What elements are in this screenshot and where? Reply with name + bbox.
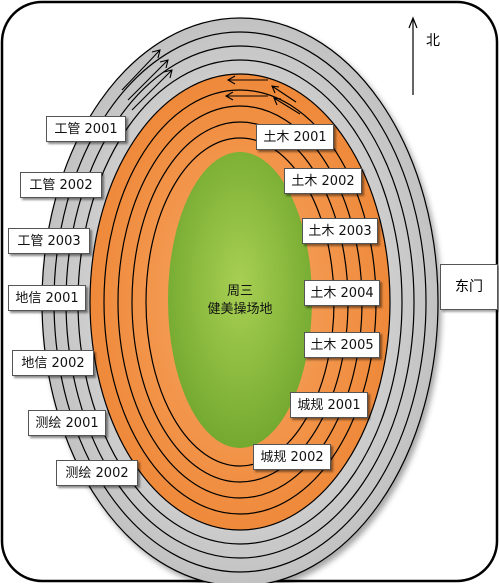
gray-label: 地信 2001 <box>8 285 86 311</box>
north-arrow-icon <box>408 16 418 29</box>
field-title-line2: 健美操场地 <box>207 302 273 317</box>
north-label: 北 <box>426 33 440 49</box>
arrow-gray-3 <box>131 69 173 111</box>
orange-label: 土木 2001 <box>256 124 334 150</box>
gray-label: 工管 2002 <box>20 172 102 198</box>
orange-label: 土木 2004 <box>304 280 380 306</box>
arrow-orange-1 <box>226 75 268 85</box>
gray-label: 测绘 2001 <box>28 410 106 436</box>
arrow-gray-2 <box>127 59 169 101</box>
gray-label: 测绘 2002 <box>56 460 138 486</box>
arrow-orange-3 <box>271 85 297 103</box>
orange-label: 城规 2002 <box>253 444 331 470</box>
north-indicator <box>408 16 418 95</box>
arrow-gray-1 <box>121 49 161 91</box>
gray-label: 工管 2003 <box>8 228 90 254</box>
field-title-line1: 周三 <box>226 284 253 299</box>
arrow-orange-4 <box>273 97 301 115</box>
orange-label: 土木 2002 <box>284 168 362 194</box>
arrow-orange-2 <box>224 91 268 101</box>
orange-label: 土木 2003 <box>302 218 378 244</box>
gray-label: 地信 2002 <box>12 350 94 376</box>
direction-arrows <box>121 49 301 115</box>
field-title: 周三 健美操场地 <box>190 283 290 319</box>
east-gate-label: 东门 <box>440 264 498 310</box>
orange-label: 城规 2001 <box>290 392 368 418</box>
gray-label: 工管 2001 <box>46 116 126 142</box>
orange-label: 土木 2005 <box>304 332 380 358</box>
central-field <box>168 152 312 448</box>
